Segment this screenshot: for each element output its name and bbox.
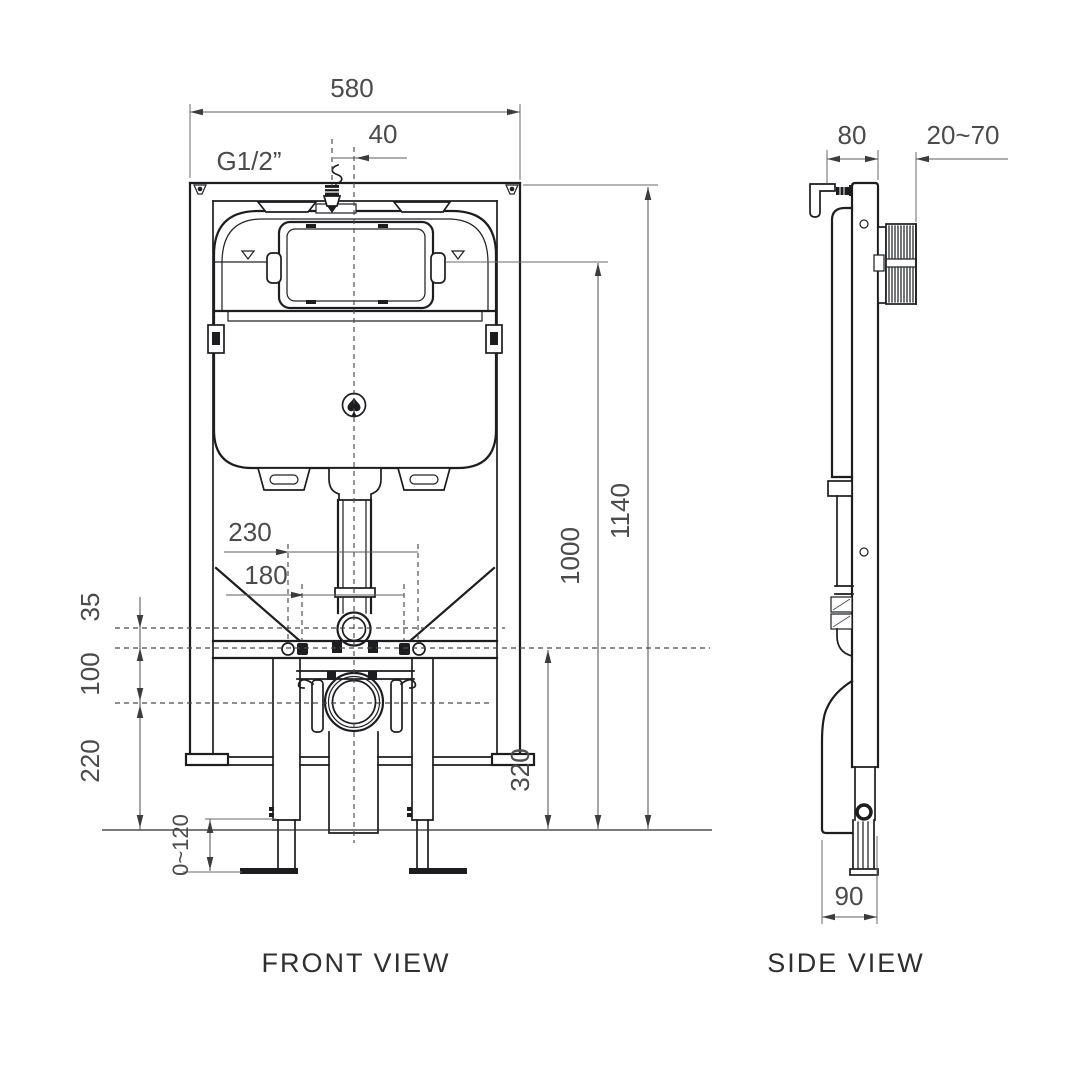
dim-fixing-inner: 180 [226, 560, 404, 599]
dim-fixing-inner-label: 180 [244, 560, 287, 590]
brand-spade-icon [341, 392, 367, 418]
flush-actuator-shaft [873, 223, 917, 305]
dim-left-stack: 35 100 220 [75, 593, 144, 830]
side-view-title: SIDE VIEW [767, 948, 925, 978]
wall-bracket [809, 183, 852, 218]
waste-outlet [297, 671, 417, 834]
panel-clip-left [266, 252, 282, 284]
dimensions-front: 580 40 G1/2” 230 180 [75, 73, 658, 876]
dim-waste-height-label: 220 [75, 739, 105, 782]
inlet-squiggle-icon [331, 163, 343, 186]
dim-frame-width-label: 580 [330, 73, 373, 103]
fixing-bolt-left [297, 643, 308, 655]
panel-clip-right [430, 252, 446, 284]
dim-upper-height-label: 1000 [555, 527, 585, 585]
dim-waste-depth: 90 [821, 836, 878, 924]
dim-outlet-rise-label: 35 [75, 593, 105, 622]
dim-bar-height-label: 320 [505, 748, 535, 791]
dim-waste-depth-label: 90 [835, 881, 864, 911]
side-cistern-profile [820, 206, 854, 835]
foot-plate-right [409, 868, 467, 874]
dim-total-height-label: 1140 [605, 483, 635, 539]
side-foot [849, 803, 879, 876]
pipe-coupling [334, 587, 376, 598]
corner-fixing-tab-left [193, 184, 207, 195]
water-inlet-fitting [322, 163, 343, 213]
clamp-wing-left [311, 679, 324, 733]
corner-fixing-tab-right [505, 184, 519, 195]
tank-mount-right [392, 201, 452, 213]
clamp-wing-right [390, 679, 403, 733]
rail-hole-top [859, 219, 869, 229]
water-level-marks [213, 250, 608, 263]
dim-bar-height: 320 [505, 650, 552, 829]
tank-mount-left [256, 201, 318, 213]
fixing-hole-right [412, 642, 426, 656]
dim-plate-range-label: 20~70 [926, 120, 999, 150]
foot-plate-left [240, 868, 298, 874]
dim-frame-depth: 80 [826, 120, 879, 183]
side-view: 80 20~70 90 SIDE VIEW [767, 120, 1008, 978]
dim-inlet-offset: 40 [333, 119, 407, 162]
rail-hole-mid [859, 547, 869, 557]
diagonal-braces [214, 566, 496, 643]
dim-frame-depth-label: 80 [838, 120, 867, 150]
support-legs [240, 657, 467, 874]
dim-fixing-outer: 230 [224, 517, 418, 556]
dim-leg-adjust-label: 0~120 [168, 814, 193, 876]
inlet-thread-label: G1/2” [216, 146, 281, 176]
fixing-hole-left [281, 642, 295, 656]
dim-upper-height: 1000 [555, 263, 602, 829]
access-panel [266, 220, 446, 310]
side-rail [850, 181, 880, 821]
dim-frame-width: 580 [189, 73, 521, 180]
fixing-crossbar [211, 639, 499, 680]
dim-leg-adjust: 0~120 [168, 814, 276, 876]
dimensions-side: 80 20~70 90 [821, 120, 1008, 924]
front-view-title: FRONT VIEW [261, 948, 450, 978]
dim-inlet-offset-label: 40 [369, 119, 398, 149]
dim-plate-range: 20~70 [915, 120, 1008, 222]
front-view: 580 40 G1/2” 230 180 [75, 73, 712, 978]
retaining-tab-left [256, 467, 312, 491]
dim-fix-to-waste-label: 100 [75, 652, 105, 695]
fixing-bolt-right [399, 643, 410, 655]
cistern-tank [207, 201, 503, 491]
dim-fixing-outer-label: 230 [228, 517, 271, 547]
retaining-tab-right [396, 467, 452, 491]
waste-bend-profile [820, 679, 854, 835]
centerlines [115, 139, 710, 843]
foot-bolt [855, 803, 873, 821]
flush-pipe [328, 467, 382, 653]
dim-total-height: 1140 [523, 184, 658, 829]
